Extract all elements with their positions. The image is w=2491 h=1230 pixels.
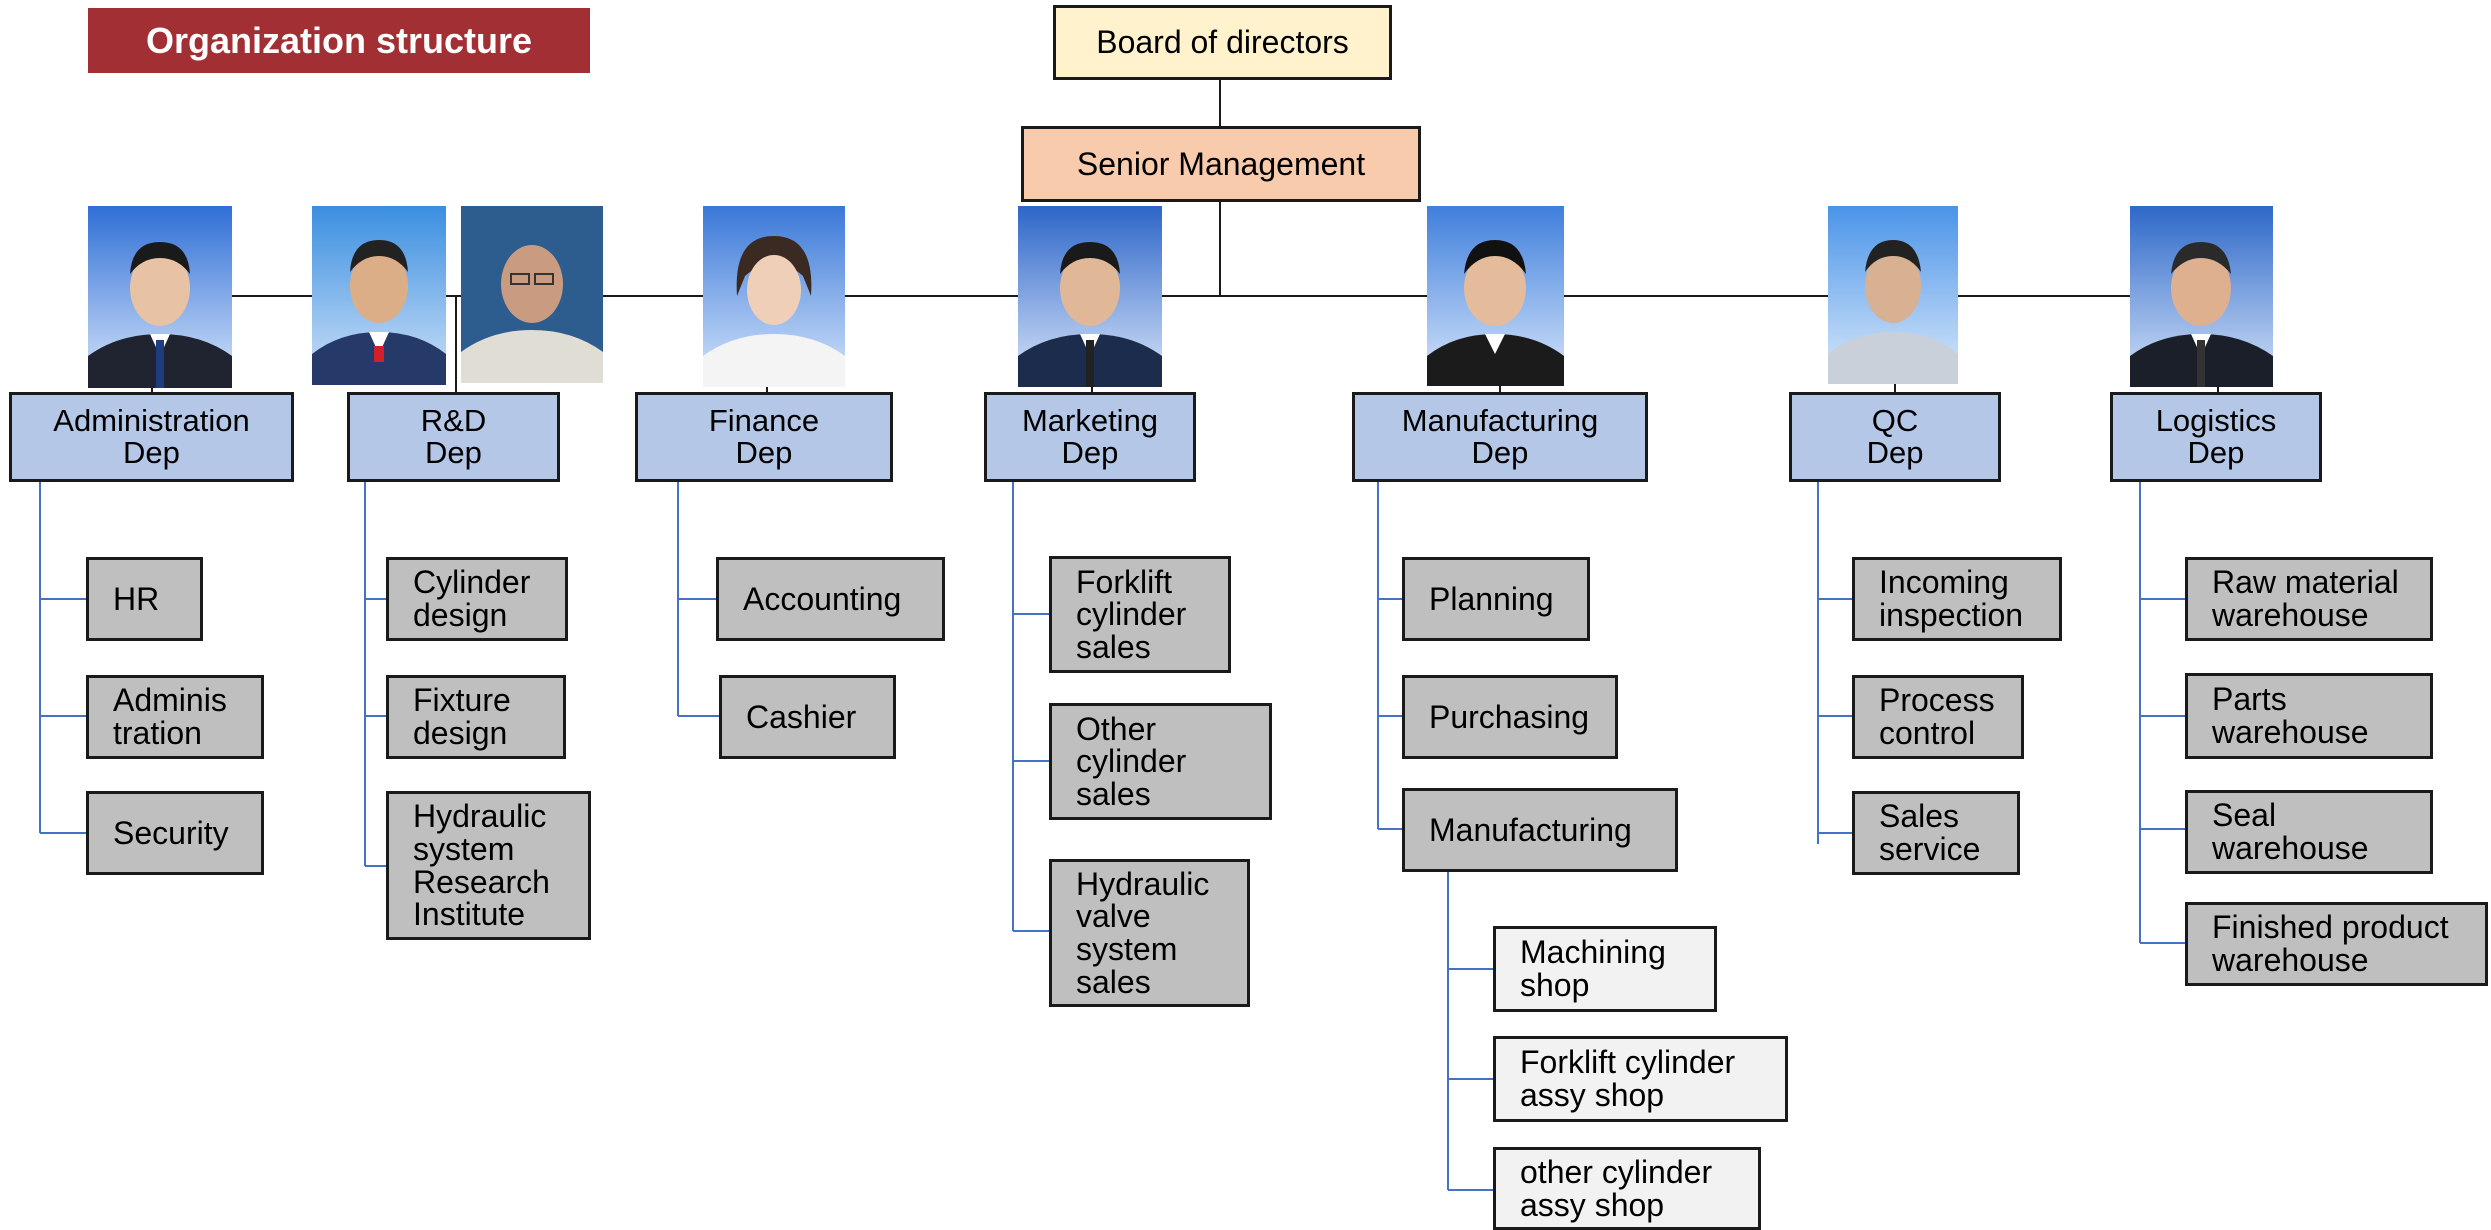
dept-manufacturing: Manufacturing Dep — [1352, 392, 1648, 482]
portrait-photo-marketing — [1018, 206, 1162, 387]
shop-machining: Machining shop — [1493, 926, 1717, 1012]
dept-marketing: Marketing Dep — [984, 392, 1196, 482]
unit-process-control: Process control — [1852, 675, 2024, 759]
dept-administration: Administration Dep — [9, 392, 294, 482]
dept-rnd: R&D Dep — [347, 392, 560, 482]
unit-hydraulic-valve-sales: Hydraulic valve system sales — [1049, 859, 1250, 1007]
senior-management-box: Senior Management — [1021, 126, 1421, 202]
shop-other-cylinder-assy: other cylinder assy shop — [1493, 1147, 1761, 1230]
unit-raw-material-warehouse: Raw material warehouse — [2185, 557, 2433, 641]
unit-parts-warehouse: Parts warehouse — [2185, 673, 2433, 759]
dept-qc: QC Dep — [1789, 392, 2001, 482]
unit-purchasing: Purchasing — [1402, 675, 1618, 759]
portrait-photo-finance — [703, 206, 845, 387]
unit-hydraulic-research: Hydraulic system Research Institute — [386, 791, 591, 940]
unit-cashier: Cashier — [719, 675, 896, 759]
unit-forklift-cylinder-sales: Forklift cylinder sales — [1049, 556, 1231, 673]
unit-other-cylinder-sales: Other cylinder sales — [1049, 703, 1272, 820]
unit-administration: Adminis tration — [86, 675, 264, 759]
unit-finished-product-warehouse: Finished product warehouse — [2185, 902, 2488, 986]
unit-manufacturing: Manufacturing — [1402, 788, 1678, 872]
board-of-directors-box: Board of directors — [1053, 5, 1392, 80]
dept-logistics: Logistics Dep — [2110, 392, 2322, 482]
shop-forklift-cylinder-assy: Forklift cylinder assy shop — [1493, 1036, 1788, 1122]
unit-hr: HR — [86, 557, 203, 641]
portrait-photo-rnd-1 — [312, 206, 446, 385]
unit-security: Security — [86, 791, 264, 875]
unit-cylinder-design: Cylinder design — [386, 557, 568, 641]
unit-sales-service: Sales service — [1852, 791, 2020, 875]
portrait-photo-rnd-2 — [461, 206, 603, 383]
unit-planning: Planning — [1402, 557, 1590, 641]
unit-fixture-design: Fixture design — [386, 675, 566, 759]
portrait-photo-manufacturing — [1427, 206, 1564, 386]
portrait-photo-qc — [1828, 206, 1958, 384]
unit-incoming-inspection: Incoming inspection — [1852, 557, 2062, 641]
unit-accounting: Accounting — [716, 557, 945, 641]
dept-finance: Finance Dep — [635, 392, 893, 482]
page-title: Organization structure — [88, 8, 590, 73]
portrait-photo-administration — [88, 206, 232, 388]
unit-seal-warehouse: Seal warehouse — [2185, 790, 2433, 874]
portrait-photo-logistics — [2130, 206, 2273, 387]
